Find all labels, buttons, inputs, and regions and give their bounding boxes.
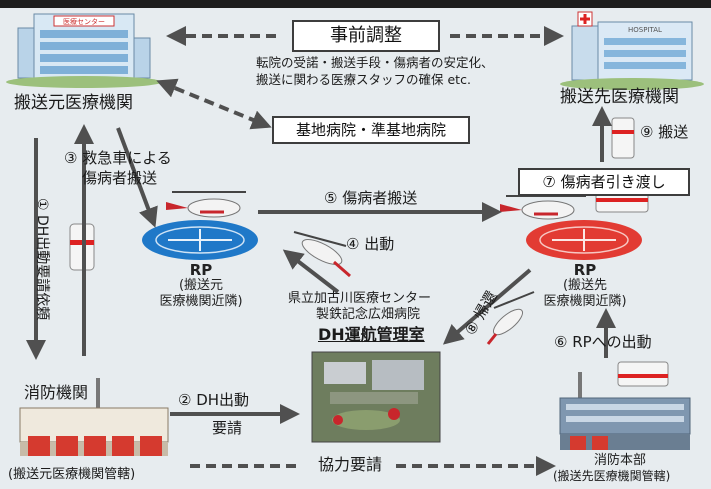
origin-hospital-building-icon: 医療センター — [6, 13, 162, 88]
step-6-label: ⑥ RPへの出動 — [554, 333, 652, 351]
helicopter-icon — [500, 195, 586, 220]
dh-office-label: DH運航管理室 — [318, 325, 425, 344]
step-7-label: ⑦ 傷病者引き渡し — [542, 173, 666, 191]
fire-hq-sub-label: (搬送先医療機関管轄) — [553, 469, 671, 483]
top-border — [0, 0, 711, 8]
step-7-box: ⑦ 傷病者引き渡し — [518, 168, 690, 196]
prior-coordination-detail-2: 搬送に関わる医療スタッフの確保 etc. — [256, 72, 471, 87]
step-3-label-1: ③ 救急車による — [64, 149, 172, 167]
svg-text:HOSPITAL: HOSPITAL — [628, 26, 662, 34]
prior-coordination-title: 事前調整 — [330, 25, 402, 46]
rp-origin-helipad — [142, 220, 258, 260]
base-hospital-label: 基地病院・準基地病院 — [295, 121, 446, 139]
step-3-label-2: 傷病者搬送 — [82, 169, 158, 187]
rp-origin-line-1: (搬送元 — [178, 278, 224, 294]
dest-hospital-building-icon: HOSPITAL — [560, 11, 704, 90]
rp-dest-helipad — [526, 220, 642, 260]
helicopter-icon — [486, 291, 535, 345]
step-2-label-b: 要請 — [212, 419, 243, 437]
step-2-label: ② DH出動 — [178, 391, 250, 409]
fire-dept-sub-label: (搬送元医療機関管轄) — [8, 467, 136, 482]
helicopter-icon — [166, 191, 246, 218]
prior-coordination-detail-1: 転院の受諾・搬送手段・傷病者の安定化、 — [256, 55, 494, 70]
ambulance-icon — [611, 117, 635, 159]
ambulance-icon — [617, 361, 669, 387]
rp-origin-label: RP (搬送元 — [166, 261, 236, 294]
rp-origin-title: RP — [189, 261, 213, 279]
step-5-label: ⑤ 傷病者搬送 — [324, 189, 418, 207]
dh-center-label-2: 製鉄記念広畑病院 — [316, 307, 421, 322]
base-hospital-box: 基地病院・準基地病院 — [272, 116, 470, 144]
fire-hq-building-icon — [559, 372, 691, 450]
step-9-label: ⑨ 搬送 — [640, 123, 689, 141]
dest-hospital-label: 搬送先医療機関 — [560, 87, 679, 107]
fire-hq-label: 消防本部 — [594, 453, 647, 468]
coop-request-label: 協力要請 — [318, 455, 383, 474]
fire-dept-building-icon — [19, 378, 169, 456]
prior-coordination-box: 事前調整 — [292, 20, 440, 52]
rp-dest-label: RP (搬送先 — [550, 261, 620, 294]
rp-dest-line-1: (搬送先 — [562, 278, 608, 294]
dh-office-photo — [311, 351, 441, 443]
svg-text:医療センター: 医療センター — [63, 17, 105, 26]
step-1-label: ① DH出動要請依頼 — [34, 198, 50, 321]
dh-center-label-1: 県立加古川医療センター — [288, 291, 432, 306]
fire-dept-label: 消防機関 — [24, 383, 89, 402]
origin-hospital-label: 搬送元医療機関 — [14, 93, 133, 113]
rp-dest-line-2: 医療機関近隣) — [543, 294, 627, 309]
rp-origin-line-2: 医療機関近隣) — [159, 294, 243, 309]
rp-dest-title: RP — [573, 261, 597, 279]
step-4-label: ④ 出動 — [346, 235, 395, 253]
helicopter-icon — [293, 231, 351, 278]
